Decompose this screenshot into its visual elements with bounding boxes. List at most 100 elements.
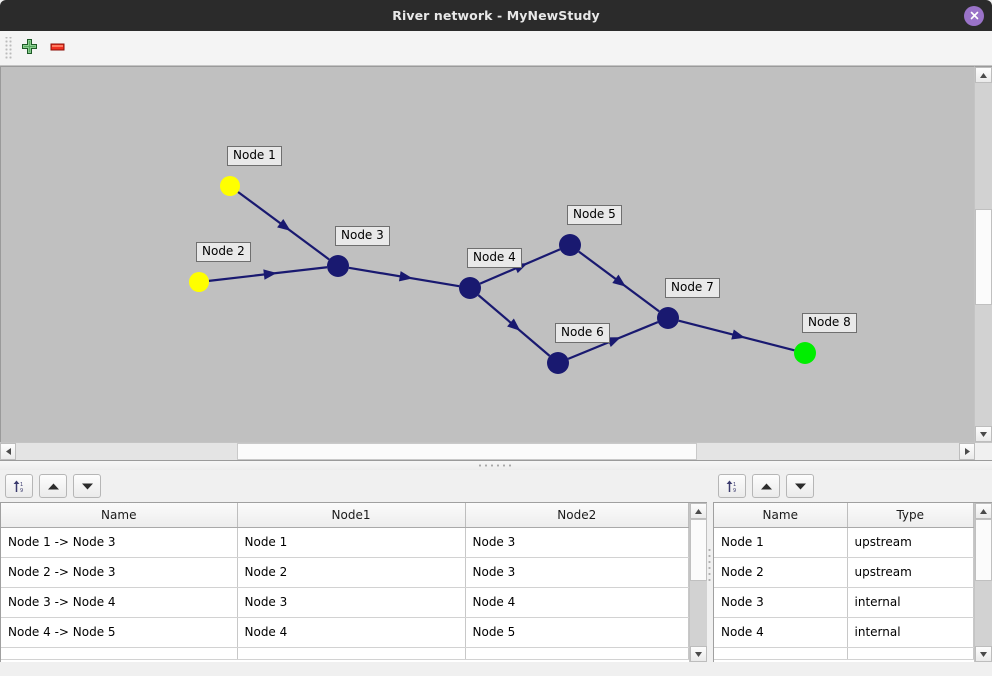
graph-node-node-8[interactable] [794,342,816,364]
graph-node-node-2[interactable] [189,272,209,292]
network-graph [189,176,816,374]
scroll-up-button[interactable] [975,67,992,83]
table-cell[interactable]: upstream [847,557,974,588]
move-node-down-button[interactable] [786,474,814,498]
node-label-node-3[interactable]: Node 3 [335,226,390,246]
move-node-up-button[interactable] [752,474,780,498]
vsplitter-grip [708,549,712,583]
vertical-splitter[interactable] [707,470,713,662]
canvas-vscroll-track[interactable] [975,83,992,426]
node-scroll-down-button[interactable] [975,646,992,662]
branch-vscroll-track[interactable] [690,519,707,646]
table-cell[interactable]: Node 2 -> Node 3 [1,557,238,588]
graph-node-node-4[interactable] [459,277,481,299]
edge-arrow-icon [731,329,746,340]
sort-branches-button[interactable]: 1 9 [5,474,33,498]
node-label-node-4[interactable]: Node 4 [467,248,522,268]
table-cell[interactable]: Node 5 [465,617,689,648]
table-cell[interactable]: Node 4 [465,587,689,618]
node-label-node-1[interactable]: Node 1 [227,146,282,166]
table-cell[interactable]: Node 1 [237,527,466,558]
node-scroll-up-button[interactable] [975,503,992,519]
window-title: River network - MyNewStudy [392,8,600,23]
canvas-hscroll-track[interactable] [16,443,959,460]
column-header-name[interactable]: Name [714,503,848,528]
column-header-type[interactable]: Type [847,503,974,528]
canvas-vertical-scrollbar[interactable] [974,66,992,442]
table-cell[interactable]: Node 3 -> Node 4 [1,587,238,618]
move-branch-up-button[interactable] [39,474,67,498]
column-header-name[interactable]: Name [1,503,238,528]
main-toolbar [0,31,992,66]
close-icon[interactable] [964,5,984,26]
node-label-node-5[interactable]: Node 5 [567,205,622,225]
node-label-node-8[interactable]: Node 8 [802,313,857,333]
table-cell[interactable]: Node 4 [714,617,848,648]
add-node-button[interactable] [15,34,43,62]
svg-text:1: 1 [20,482,23,488]
canvas-vscroll-thumb[interactable] [975,209,992,305]
table-cell[interactable]: Node 2 [714,557,848,588]
branch-vscroll-thumb[interactable] [690,519,707,581]
delete-node-button[interactable] [43,34,71,62]
table-cell[interactable]: Node 3 [714,587,848,618]
scroll-down-button[interactable] [975,426,992,442]
branch-table-vertical-scrollbar[interactable] [689,503,707,662]
table-cell[interactable]: Node 1 -> Node 3 [1,527,238,558]
node-vscroll-thumb[interactable] [975,519,992,581]
edge-arrow-icon [398,271,413,282]
node-table-vertical-scrollbar[interactable] [974,503,992,662]
canvas-hscroll-thumb[interactable] [237,443,697,460]
table-cell[interactable]: Node 3 [465,527,689,558]
table-cell[interactable]: Node 1 [714,527,848,558]
table-cell[interactable]: Node 3 [465,557,689,588]
table-cell[interactable]: Node 4 [237,617,466,648]
column-header-node1[interactable]: Node1 [237,503,466,528]
column-header-node2[interactable]: Node2 [465,503,689,528]
graph-node-node-3[interactable] [327,255,349,277]
edge-arrow-icon [507,318,521,331]
arrow-up-icon [47,483,59,489]
table-cell[interactable]: Node 2 [237,557,466,588]
scroll-left-button[interactable] [0,443,16,460]
toolbar-drag-handle[interactable] [4,37,13,59]
node-label-node-2[interactable]: Node 2 [196,242,251,262]
branch-scroll-down-button[interactable] [690,646,707,662]
horizontal-splitter[interactable] [0,460,992,470]
graph-node-node-6[interactable] [547,352,569,374]
sort-nodes-button[interactable]: 1 9 [718,474,746,498]
graph-node-node-1[interactable] [220,176,240,196]
table-cell[interactable]: upstream [847,527,974,558]
node-label-node-6[interactable]: Node 6 [555,323,610,343]
node-vscroll-track[interactable] [975,519,992,646]
branch-scroll-up-button[interactable] [690,503,707,519]
scroll-right-button[interactable] [959,443,975,460]
graph-node-node-7[interactable] [657,307,679,329]
move-branch-down-button[interactable] [73,474,101,498]
network-canvas[interactable]: Node 1 Node 2 Node 3 Node 4 Node 5 Node 6 Node… [0,66,974,442]
table-cell[interactable]: Node 4 -> Node 5 [1,617,238,648]
status-bar [0,662,992,676]
canvas-horizontal-scrollbar[interactable] [0,442,992,460]
sort-ascending-icon: 1 9 [726,480,736,494]
table-cell[interactable]: internal [847,587,974,618]
table-cell[interactable]: internal [847,617,974,648]
node-table-toolbar: 1 9 [713,470,992,502]
table-cell[interactable]: Node 3 [237,587,466,618]
node-label-node-7[interactable]: Node 7 [665,278,720,298]
graph-node-node-5[interactable] [559,234,581,256]
